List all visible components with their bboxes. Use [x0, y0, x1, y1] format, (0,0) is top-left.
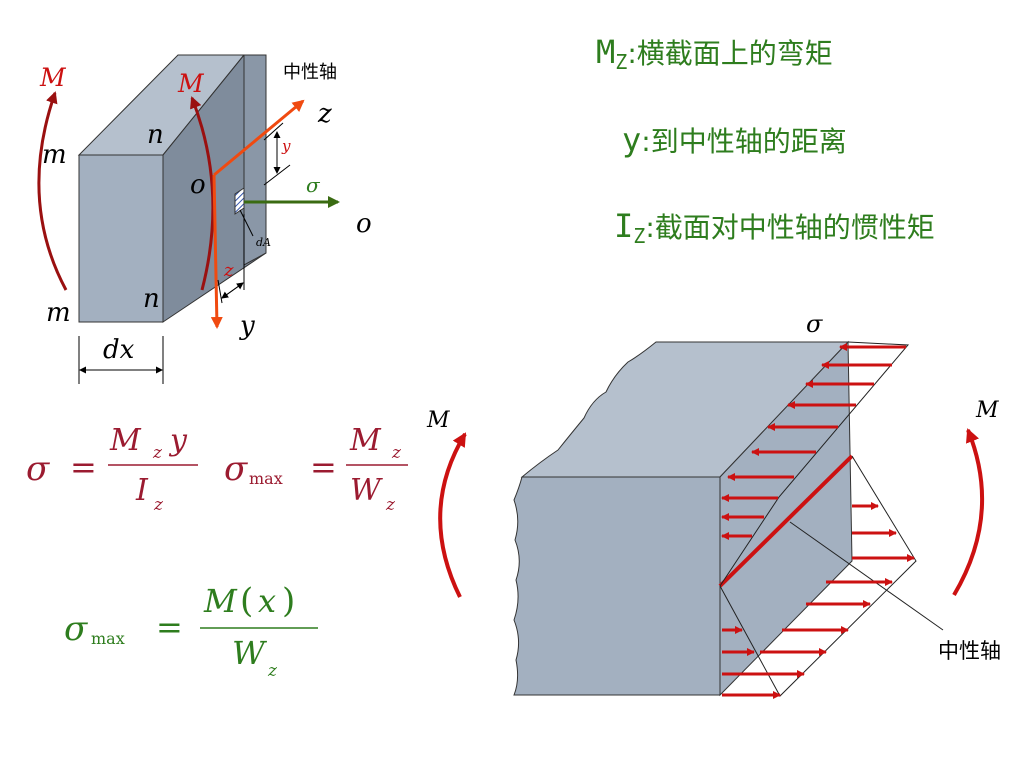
f3-den-sub: z	[267, 661, 278, 681]
f1-num-M: M	[109, 423, 142, 458]
label-beam-moment-left: M	[426, 408, 450, 433]
f2-den-sub: z	[385, 495, 396, 515]
f3-num-M: M	[203, 582, 238, 620]
f1-num-y: y	[168, 423, 188, 458]
compressive-stress-arrows	[721, 343, 906, 540]
label-moment-right: M	[177, 69, 205, 98]
label-neutral-axis-small: 中性轴	[283, 62, 337, 83]
label-m-top: m	[42, 140, 67, 170]
def-inertia: IZ:截面对中性轴的惯性矩	[614, 210, 935, 246]
moment-arrow-large-left	[438, 432, 467, 598]
f3-eq: =	[156, 608, 183, 646]
f3-sigma: σ	[64, 609, 88, 649]
beam-large	[513, 340, 944, 699]
label-y-small: y	[281, 137, 291, 155]
tensile-stress-arrows	[722, 502, 915, 699]
beam-top-face	[520, 341, 850, 478]
f2-num-sub: z	[391, 443, 402, 463]
y-axis-line	[210, 174, 223, 329]
f2-num-M: M	[349, 423, 382, 458]
beam-element	[77, 54, 267, 323]
stress-envelope	[719, 341, 917, 697]
f1-den-sub: z	[153, 495, 164, 515]
f1-eq: =	[70, 448, 97, 486]
def-inertia-text: :截面对中性轴的惯性矩	[645, 211, 935, 244]
def-inertia-symbol: I	[614, 207, 634, 245]
f2-eq: =	[310, 448, 337, 486]
f3-lp: (	[240, 581, 253, 621]
def-inertia-sub: Z	[633, 224, 646, 248]
f1-num-sub: z	[152, 443, 163, 463]
label-o-face: o	[190, 170, 206, 200]
neutral-axis-leader	[789, 521, 944, 631]
label-y-axis: y	[239, 311, 255, 341]
def-moment-sub: Z	[615, 50, 628, 74]
label-z-small: z	[223, 260, 234, 281]
moment-arrow-left	[37, 91, 68, 291]
label-beam-moment-right: M	[975, 398, 999, 423]
moment-arrow-right	[190, 96, 215, 291]
f2-sigma: σ	[224, 449, 248, 489]
z-axis-line	[213, 99, 305, 177]
area-element-dA	[234, 187, 245, 215]
beam-neutral-axis-line	[718, 454, 854, 588]
label-n-top: n	[147, 120, 164, 150]
def-distance-text: :到中性轴的距离	[641, 125, 847, 158]
formula-sigma-max-mx: σ max = M ( x ) W z	[64, 581, 318, 681]
label-sigma-small: σ	[306, 173, 321, 197]
label-m-bottom: m	[46, 298, 71, 328]
label-dA: dA	[256, 236, 271, 249]
label-beam-neutral-axis: 中性轴	[938, 639, 1001, 663]
label-n-bottom: n	[143, 284, 160, 314]
f2-sub: max	[249, 469, 283, 488]
def-distance-symbol: y	[622, 121, 642, 159]
def-moment-text: :横截面上的弯矩	[627, 37, 833, 70]
f1-den-I: I	[135, 473, 149, 508]
f2-den-W: W	[350, 473, 383, 508]
beam-front-face	[513, 476, 721, 696]
f3-sub: max	[91, 629, 125, 648]
def-distance: y:到中性轴的距离	[622, 124, 847, 156]
f3-x: x	[258, 582, 276, 620]
f3-den-W: W	[232, 634, 268, 672]
formula-sigma-max: σ max = M z W z	[224, 423, 408, 515]
def-moment-symbol: M	[596, 33, 616, 71]
label-moment-left: M	[39, 63, 67, 92]
label-o-axis: o	[356, 209, 372, 239]
label-z-axis: z	[317, 99, 332, 129]
label-beam-sigma: σ	[806, 310, 823, 338]
formula-sigma: σ = M z y I z	[26, 423, 198, 515]
f3-rp: )	[282, 581, 295, 621]
moment-arrow-large-right	[952, 428, 985, 597]
label-dx: dx	[103, 335, 135, 365]
def-moment: MZ:横截面上的弯矩	[596, 36, 833, 72]
f1-sigma: σ	[26, 449, 50, 489]
